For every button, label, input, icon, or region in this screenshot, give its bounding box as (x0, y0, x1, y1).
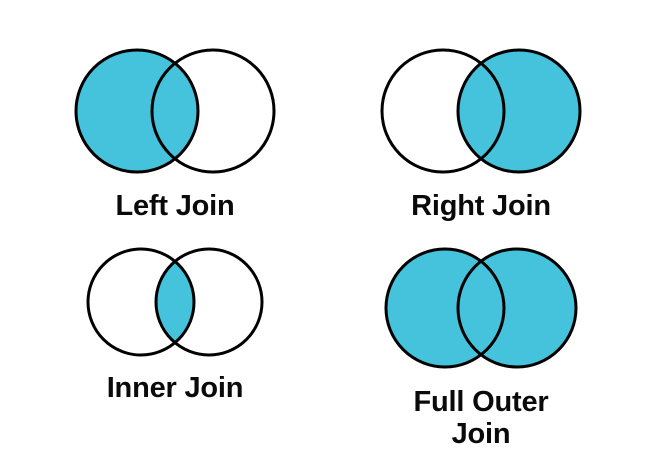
venn-right-circle-outline (456, 247, 578, 369)
venn-left-circle-outline (384, 247, 506, 369)
venn-right-join-icon (380, 48, 582, 174)
panel-inner-join-label: Inner Join (106, 372, 244, 404)
venn-full-outer-join-icon (384, 247, 578, 369)
panel-right-join: Right Join (368, 44, 594, 222)
venn-left-circle-outline (86, 247, 196, 357)
venn-right-circle-fill (458, 50, 580, 172)
venn-inner-join-icon (86, 247, 264, 357)
panel-full-outer-join: Full Outer Join (368, 244, 594, 451)
panel-right-join-label: Right Join (411, 190, 551, 222)
venn-right-circle-outline (154, 247, 264, 357)
panel-left-join: Left Join (62, 44, 288, 222)
venn-right-circle-outline (456, 48, 582, 174)
panel-inner-join: Inner Join (62, 244, 288, 404)
venn-right-circle-outline (150, 48, 276, 174)
venn-right-circle-fill (458, 249, 576, 367)
panel-full-outer-join-label: Full Outer Join (413, 386, 549, 451)
venn-left-circle-outline (380, 48, 506, 174)
venn-left-circle-outline (74, 48, 200, 174)
venn-left-join-icon (74, 48, 276, 174)
panel-left-join-label: Left Join (115, 190, 235, 222)
venn-left-circle-fill (76, 50, 198, 172)
venn-intersection-fill (156, 249, 194, 355)
